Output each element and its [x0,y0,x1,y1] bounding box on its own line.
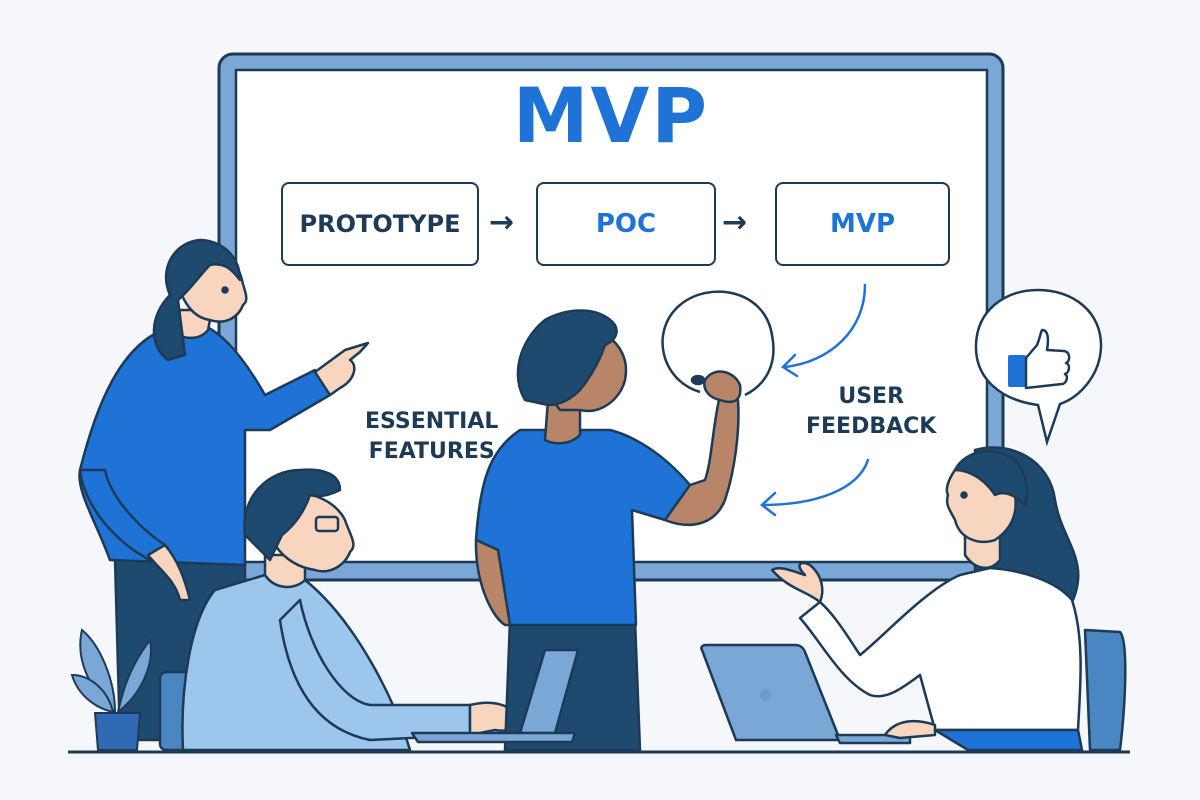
arrow-right-icon: → [722,205,748,240]
stage-prototype: PROTOTYPE [281,182,479,266]
essential-line: ESSENTIAL [365,409,499,434]
board-title: MVP [512,71,710,160]
stage-poc-label: POC [595,209,657,239]
essential-features-label: ESSENTIAL FEATURES [365,407,498,467]
laptop-left [410,648,580,744]
feedback-arrows [760,283,870,517]
woman-gesturing [770,446,1127,752]
thumbs-up-icon [1008,328,1071,390]
stage-poc: POC [536,182,716,266]
user-feedback-label: USER FEEDBACK [806,382,936,442]
features-line: FEATURES [368,439,495,464]
man-drawing [474,309,742,752]
stage-prototype-label: PROTOTYPE [299,210,461,238]
feedback-line: FEEDBACK [806,414,937,439]
stage-mvp: MVP [775,182,950,266]
user-line: USER [838,384,905,409]
drawn-circle [661,290,775,397]
stage-mvp-label: MVP [829,209,896,239]
speech-bubble [974,288,1103,447]
man-with-glasses [158,468,523,752]
arrow-right-icon: → [489,205,515,240]
plant [70,628,152,751]
